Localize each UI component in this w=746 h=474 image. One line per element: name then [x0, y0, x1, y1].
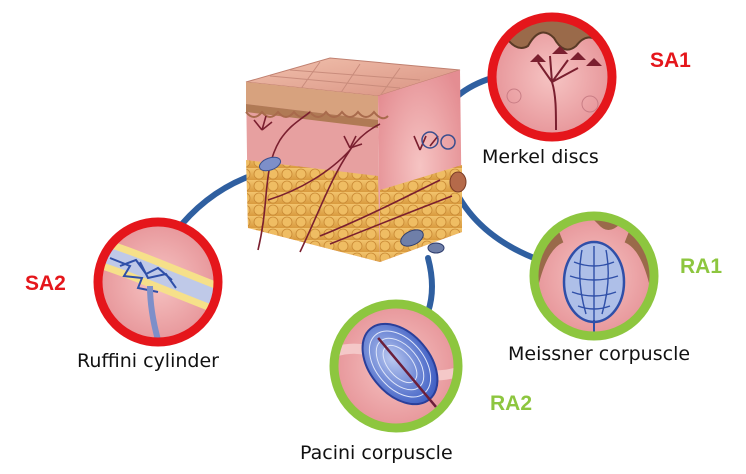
meissner-label: Meissner corpuscle — [508, 343, 690, 365]
ruffini-cylinder-icon — [96, 222, 222, 342]
ruffini-label: Ruffini cylinder — [77, 350, 219, 372]
ruffini-code: SA2 — [25, 272, 66, 296]
connector-pacini — [428, 258, 432, 312]
pacini-corpuscle-icon — [334, 304, 459, 428]
pacini-label: Pacini corpuscle — [300, 442, 453, 464]
merkel-disc-icon — [488, 10, 622, 137]
meissner-code: RA1 — [680, 255, 722, 279]
meissner-corpuscle-icon — [530, 200, 660, 336]
skin-cross-section-icon — [246, 58, 466, 262]
merkel-code: SA1 — [650, 49, 691, 73]
pacini-code: RA2 — [490, 392, 532, 416]
merkel-label: Merkel discs — [482, 146, 599, 168]
